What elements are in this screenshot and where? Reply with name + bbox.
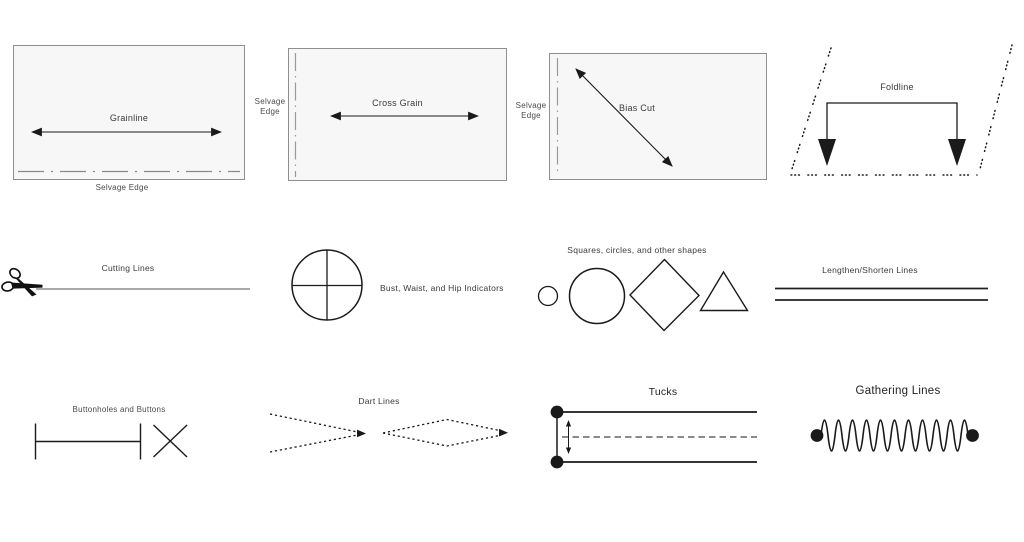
cross-grain-selvage-label: Selvage Edge <box>254 97 286 116</box>
gather-dot-right <box>966 429 979 442</box>
tuck-dot-top <box>550 405 564 419</box>
buttonholes-symbol <box>34 423 188 460</box>
bust-waist-hip-symbol <box>291 249 363 321</box>
dart-diamond-arrow <box>499 428 508 437</box>
foldline-label: Foldline <box>880 82 914 92</box>
gather-dot-left <box>810 429 824 442</box>
large-circle <box>568 267 626 325</box>
dart-diamond <box>382 418 502 447</box>
cutting-lines-symbol <box>1 267 250 297</box>
grainline-selvage-label: Selvage Edge <box>95 182 149 192</box>
tuck-dot-bottom <box>550 455 564 469</box>
dart-lines-symbol <box>269 413 508 453</box>
grainline-panel <box>13 45 245 180</box>
fold-arrowhead-right <box>948 139 966 166</box>
cross-grain-panel <box>288 48 507 181</box>
scissors-icon <box>1 267 43 297</box>
dart-leg-bottom <box>269 434 360 453</box>
gathering-lines-label: Gathering Lines <box>855 384 941 397</box>
dotted-edge-right <box>979 44 1013 170</box>
bias-cut-arrow <box>575 68 673 167</box>
lengthen-shorten-symbol <box>775 287 988 301</box>
gathering-symbol <box>810 419 979 452</box>
fold-bracket <box>826 102 958 141</box>
fabric-rectangle <box>13 45 245 180</box>
diamond-shape <box>629 258 700 332</box>
bias-cut-label: Bias Cut <box>618 102 655 113</box>
gather-squiggle <box>820 419 969 452</box>
button-x-stroke2 <box>153 424 188 458</box>
dotted-edge-left <box>790 47 832 173</box>
buttonholes-label: Buttonholes and Buttons <box>72 404 166 414</box>
fold-arrowhead-left <box>818 139 836 166</box>
tucks-symbol <box>550 405 757 469</box>
bust-waist-hip-label: Bust, Waist, and Hip Indicators <box>380 283 504 293</box>
dart-leg-top <box>269 413 360 433</box>
cross-grain-label: Cross Grain <box>372 97 423 108</box>
dart-point-arrow <box>357 429 366 438</box>
foldline-panel <box>790 44 1013 176</box>
triangle-shape <box>699 270 749 312</box>
bias-cut-selvage-label: Selvage Edge <box>515 101 547 120</box>
dart-lines-label: Dart Lines <box>358 396 400 406</box>
fabric-rectangle <box>288 48 507 181</box>
bias-cut-panel <box>549 53 767 180</box>
tucks-label: Tucks <box>648 386 678 398</box>
lengthen-shorten-label: Lengthen/Shorten Lines <box>822 265 918 275</box>
small-circle <box>537 285 559 307</box>
fabric-rectangle <box>549 53 767 180</box>
grainline-label: Grainline <box>109 112 149 123</box>
shapes-symbol <box>537 258 749 332</box>
cutting-lines-label: Cutting Lines <box>101 262 155 273</box>
shapes-label: Squares, circles, and other shapes <box>567 244 707 255</box>
